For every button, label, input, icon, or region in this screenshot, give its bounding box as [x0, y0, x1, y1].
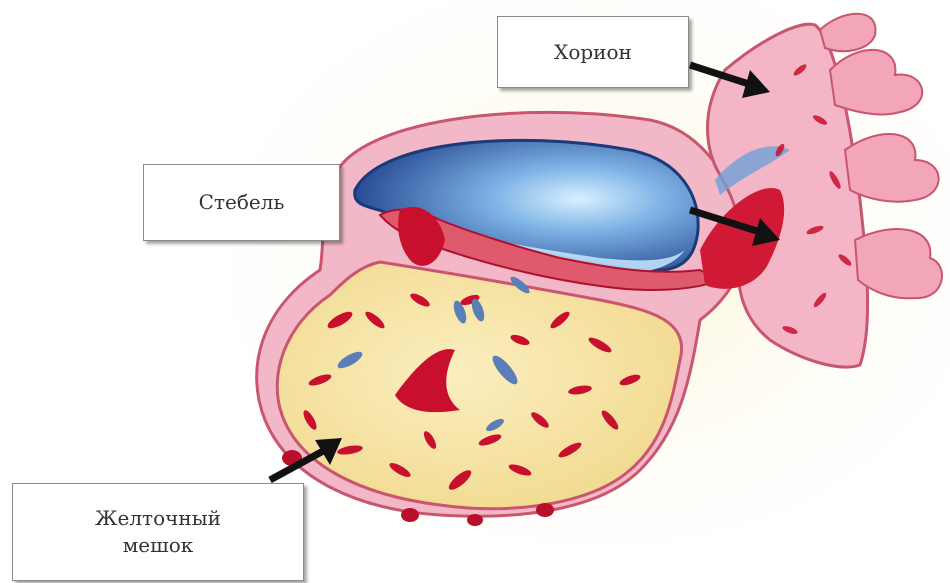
yolk-sac-label-line1: Желточный: [95, 505, 221, 532]
yolk-sac-label-box: Желточный мешок: [12, 483, 304, 581]
yolk-sac-label: Желточный мешок: [95, 505, 221, 559]
stalk-label-box: Стебель: [143, 164, 340, 241]
stalk-label: Стебель: [199, 189, 285, 216]
yolk-sac-label-line2: мешок: [95, 532, 221, 559]
chorion-label-box: Хорион: [497, 16, 689, 88]
chorion-label: Хорион: [554, 39, 632, 66]
